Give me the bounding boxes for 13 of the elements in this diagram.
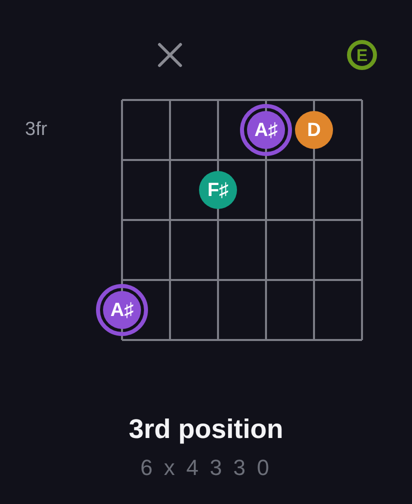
fret-number: 3fr xyxy=(25,119,48,141)
note-dot xyxy=(199,171,237,209)
chord-title: 3rd position xyxy=(128,413,284,445)
note-name: E xyxy=(356,46,368,64)
root-note-dot xyxy=(96,284,148,336)
root-note-dot xyxy=(240,104,292,156)
open-string-circle xyxy=(347,40,377,70)
note-name: A♯ xyxy=(254,120,278,140)
note-name: D xyxy=(307,120,321,140)
note-dot xyxy=(295,111,333,149)
note-name: F♯ xyxy=(207,180,229,200)
note-name: A♯ xyxy=(110,300,134,320)
fingering-caption: 6 x 4 3 3 0 xyxy=(139,455,273,481)
